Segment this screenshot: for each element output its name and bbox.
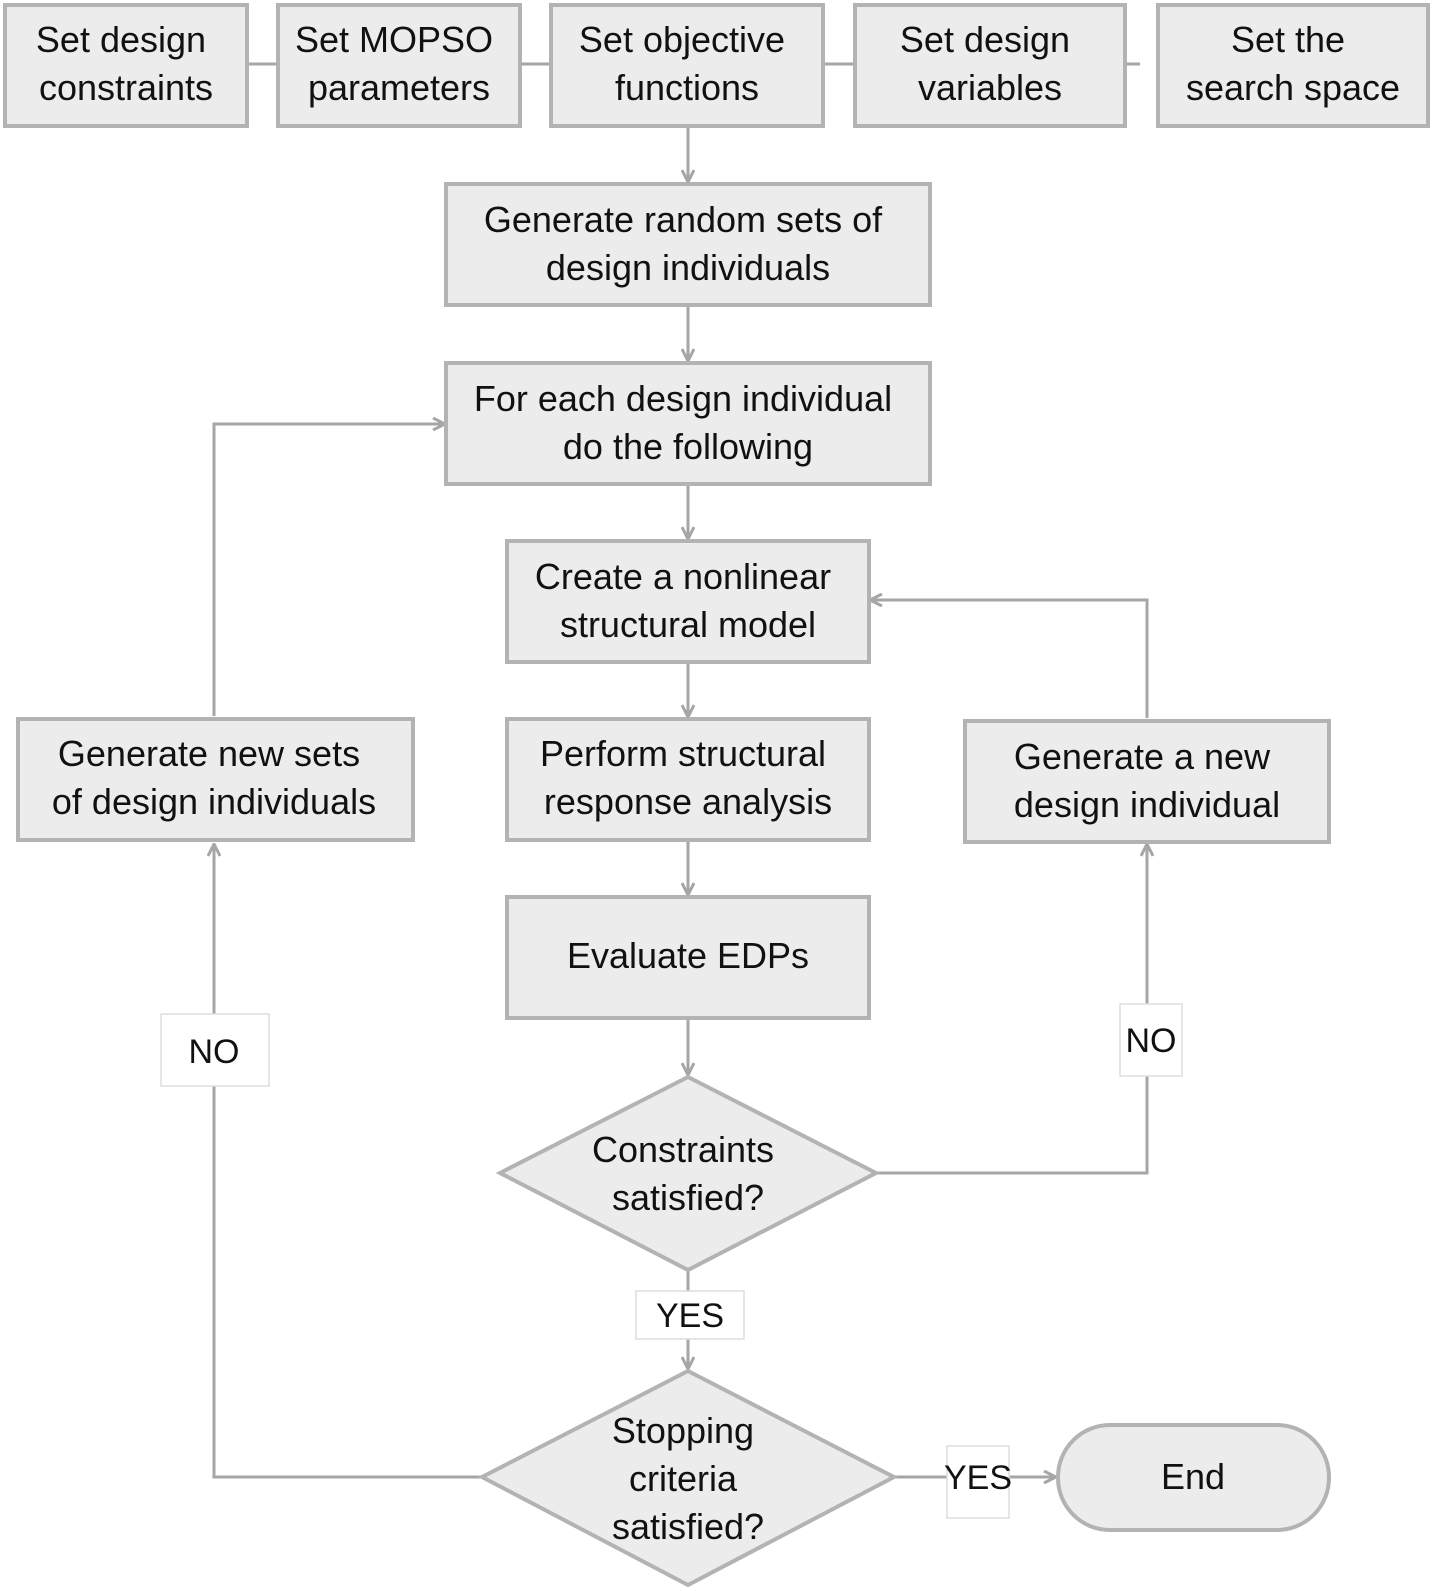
create-model-box xyxy=(505,539,871,664)
constraints-no-label: NO xyxy=(1126,1022,1177,1060)
objective-functions-box xyxy=(549,3,825,128)
design-constraints-line-2: constraints xyxy=(39,67,213,108)
svg-text:Set design constraints: Set design constraints xyxy=(36,19,216,108)
constraints-line-1: Constraints xyxy=(592,1129,774,1170)
objective-functions-line-2: functions xyxy=(615,67,759,108)
design-variables-line-1: Set design xyxy=(900,19,1070,60)
svg-text:Constraints satisfied?: Constraints satisfied? xyxy=(592,1129,784,1218)
side-steps: Generate new sets of design individuals … xyxy=(16,717,1331,1532)
svg-text:Generate a new design in: Generate a new design individual xyxy=(1014,736,1280,825)
generate-new-sets-line-1: Generate new sets xyxy=(58,733,360,774)
generate-random-line-1: Generate random sets of xyxy=(484,199,883,240)
stopping-yes-label: YES xyxy=(944,1459,1012,1497)
top-row: Set design constraints Set MOPSO paramet… xyxy=(3,3,1430,128)
svg-text:Set MOPSO parameters: Set MOPSO parameters xyxy=(295,19,503,108)
svg-text:Generate random sets of: Generate random sets of design individua… xyxy=(484,199,892,288)
arrow-new-individual-to-model xyxy=(871,600,1149,718)
stopping-no-label: NO xyxy=(189,1033,240,1071)
create-model-line-2: structural model xyxy=(560,604,816,645)
svg-text:Set design variables: Set design variables xyxy=(900,19,1080,108)
constraints-no-label-bg xyxy=(1119,1003,1183,1077)
end-terminal xyxy=(1056,1423,1331,1532)
svg-text:End: End xyxy=(1161,1456,1225,1497)
arrow-new-sets-to-foreach xyxy=(212,424,444,716)
create-model-line-1: Create a nonlinear xyxy=(535,556,831,597)
stopping-line-1: Stopping xyxy=(612,1410,754,1451)
svg-text:Evaluate EDPs: Evaluate EDPs xyxy=(567,935,809,976)
svg-text:Generate new sets of des: Generate new sets of design individuals xyxy=(52,733,376,822)
generate-new-sets-box xyxy=(16,717,415,842)
stopping-decision xyxy=(477,1368,899,1588)
evaluate-edps-line-1: Evaluate EDPs xyxy=(567,935,809,976)
design-variables-line-2: variables xyxy=(918,67,1062,108)
constraints-yes-label-bg xyxy=(635,1290,745,1340)
perform-analysis-box xyxy=(505,717,871,842)
generate-random-box xyxy=(444,182,932,307)
arrow-stopping-no-to-new-sets xyxy=(214,845,482,1479)
svg-text:Create a nonlinear struc: Create a nonlinear structural model xyxy=(535,556,841,645)
svg-text:Set objective functions: Set objective functions xyxy=(579,19,795,108)
generate-new-individual-line-1: Generate a new xyxy=(1014,736,1271,777)
stopping-yes-label-bg xyxy=(946,1445,1010,1519)
for-each-line-1: For each design individual xyxy=(474,378,892,419)
perform-analysis-line-2: response analysis xyxy=(544,781,832,822)
constraints-line-2: satisfied? xyxy=(612,1177,764,1218)
mopso-parameters-line-1: Set MOPSO xyxy=(295,19,493,60)
search-space-line-2: search space xyxy=(1186,67,1400,108)
end-label: End xyxy=(1161,1456,1225,1497)
mopso-parameters-line-2: parameters xyxy=(308,67,490,108)
stopping-line-2: criteria xyxy=(629,1458,738,1499)
svg-text:Perform structural respo: Perform structural response analysis xyxy=(540,733,836,822)
generate-new-sets-line-2: of design individuals xyxy=(52,781,376,822)
objective-functions-line-1: Set objective xyxy=(579,19,785,60)
constraints-decision xyxy=(495,1074,881,1273)
constraints-yes-label: YES xyxy=(656,1297,724,1335)
search-space-line-1: Set the xyxy=(1231,19,1345,60)
svg-text:Stopping criteria: Stopping criteria satisfied? xyxy=(612,1410,764,1547)
svg-text:For each design individual: For each design individual do the follow… xyxy=(474,378,902,467)
design-constraints-box xyxy=(3,3,249,128)
edge-labels: NO NO YES YES xyxy=(160,1003,1183,1519)
design-variables-box xyxy=(853,3,1127,128)
generate-random-line-2: design individuals xyxy=(546,247,830,288)
evaluate-edps-box xyxy=(505,895,871,1020)
for-each-line-2: do the following xyxy=(563,426,813,467)
for-each-box xyxy=(444,361,932,486)
arrow-constraints-no-to-new-individual xyxy=(876,845,1147,1175)
svg-text:Set the search space: Set the search space xyxy=(1186,19,1400,108)
stopping-no-label-bg xyxy=(160,1013,270,1087)
perform-analysis-line-1: Perform structural xyxy=(540,733,826,774)
generate-new-individual-line-2: design individual xyxy=(1014,784,1280,825)
mopso-parameters-box xyxy=(276,3,522,128)
design-constraints-line-1: Set design xyxy=(36,19,206,60)
main-steps: Generate random sets of design individua… xyxy=(444,182,932,1588)
stopping-line-3: satisfied? xyxy=(612,1506,764,1547)
search-space-box xyxy=(1156,3,1430,128)
generate-new-individual-box xyxy=(963,719,1331,844)
